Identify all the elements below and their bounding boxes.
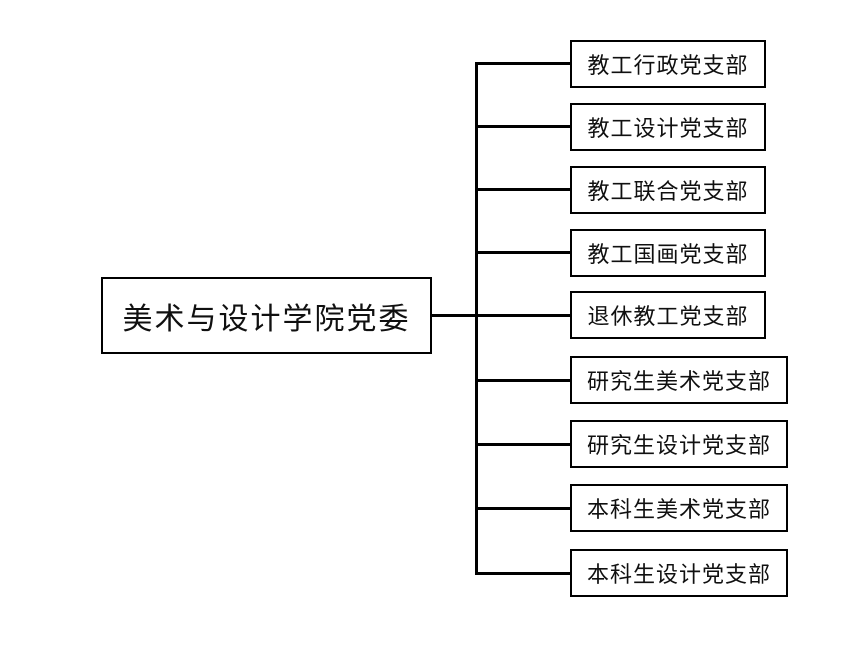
child-node-8-label: 本科生美术党支部 — [586, 498, 771, 523]
connector-branch-5 — [475, 314, 571, 317]
child-node-1-label: 教工行政党支部 — [587, 54, 749, 79]
child-node-5[interactable]: 退休教工党支部 — [570, 291, 766, 339]
child-node-7-label: 研究生设计党支部 — [586, 434, 771, 459]
child-node-3-label: 教工联合党支部 — [587, 180, 749, 205]
child-node-2-label: 教工设计党支部 — [587, 117, 749, 142]
child-node-4-label: 教工国画党支部 — [587, 243, 749, 268]
child-node-6[interactable]: 研究生美术党支部 — [570, 356, 788, 404]
connector-branch-9 — [475, 572, 571, 575]
child-node-1[interactable]: 教工行政党支部 — [570, 40, 766, 88]
connector-branch-4 — [475, 251, 571, 254]
child-node-7[interactable]: 研究生设计党支部 — [570, 420, 788, 468]
root-node-label: 美术与设计学院党委 — [122, 301, 411, 337]
connector-branch-3 — [475, 188, 571, 191]
child-node-6-label: 研究生美术党支部 — [586, 370, 771, 395]
child-node-2[interactable]: 教工设计党支部 — [570, 103, 766, 151]
child-node-4[interactable]: 教工国画党支部 — [570, 229, 766, 277]
connector-trunk-vertical — [475, 63, 478, 575]
child-node-5-label: 退休教工党支部 — [587, 305, 749, 330]
connector-branch-6 — [475, 379, 571, 382]
connector-root-to-trunk — [432, 314, 477, 317]
child-node-9[interactable]: 本科生设计党支部 — [570, 549, 788, 597]
connector-branch-2 — [475, 125, 571, 128]
child-node-8[interactable]: 本科生美术党支部 — [570, 484, 788, 532]
connector-branch-8 — [475, 507, 571, 510]
root-node-party-committee[interactable]: 美术与设计学院党委 — [101, 277, 432, 354]
child-node-9-label: 本科生设计党支部 — [586, 563, 771, 588]
connector-branch-1 — [475, 62, 571, 65]
connector-branch-7 — [475, 443, 571, 446]
child-node-3[interactable]: 教工联合党支部 — [570, 166, 766, 214]
